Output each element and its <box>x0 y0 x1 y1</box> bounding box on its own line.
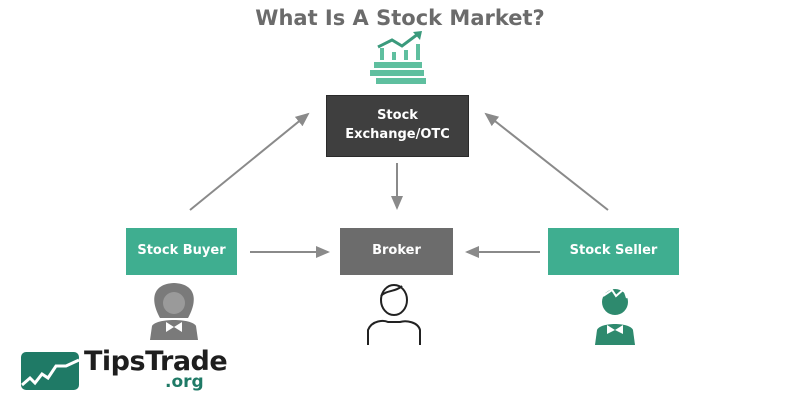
tipstrade-logo-icon <box>21 352 80 390</box>
stock-exchange-node: Stock Exchange/OTC <box>326 95 469 157</box>
seller-man-icon <box>595 287 635 345</box>
chart-growth-icon <box>370 31 426 84</box>
logo-suffix: .org <box>165 372 204 392</box>
stock-seller-node: Stock Seller <box>548 228 679 275</box>
logo-name: TipsTrade <box>84 346 228 377</box>
stock-buyer-node: Stock Buyer <box>126 228 237 275</box>
arrow-seller-to-exchange <box>484 112 609 211</box>
exchange-line1: Stock <box>377 108 418 124</box>
broker-node: Broker <box>340 228 453 275</box>
diagram-title: What Is A Stock Market? <box>255 6 545 30</box>
broker-person-icon <box>367 284 421 345</box>
exchange-line2: Exchange/OTC <box>345 127 450 142</box>
buyer-woman-icon <box>150 283 198 340</box>
arrow-buyer-to-exchange <box>189 112 310 211</box>
